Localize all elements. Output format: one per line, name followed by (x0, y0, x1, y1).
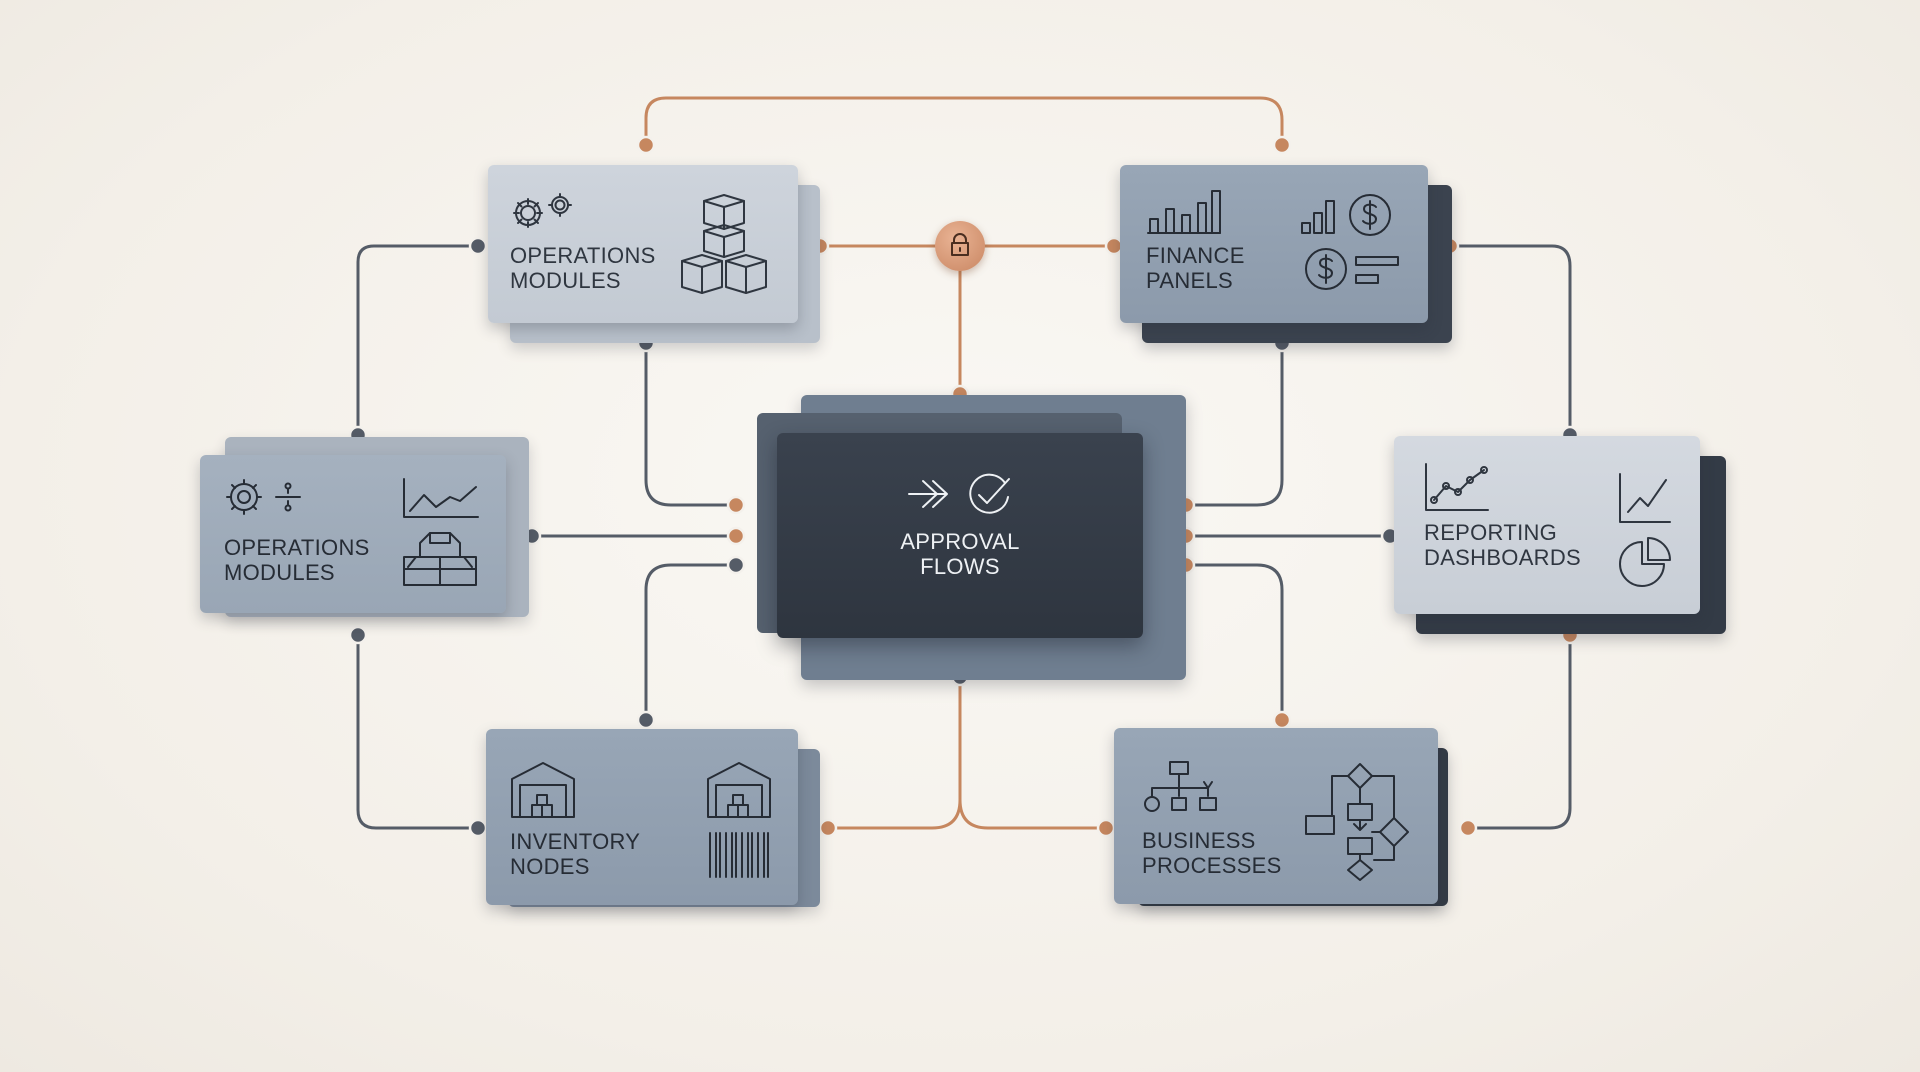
connector-dot[interactable] (1096, 818, 1116, 838)
node-label: FINANCE PANELS (1146, 243, 1245, 293)
connector-gray (1184, 341, 1284, 507)
label-line-1: INVENTORY (510, 829, 641, 854)
boxes-icon (403, 532, 477, 586)
connector-dot[interactable] (726, 495, 746, 515)
gear-divide-icon (226, 479, 301, 515)
double-arrow-icon (908, 480, 948, 508)
node-label: INVENTORY NODES (510, 829, 640, 879)
connector-dot[interactable] (1272, 135, 1292, 155)
warehouse-icon (707, 762, 771, 818)
node-label: APPROVAL FLOWS (777, 529, 1143, 579)
connector-dot[interactable] (636, 135, 656, 155)
node-label: OPERATIONS MODULES (510, 243, 656, 293)
org-chart-icon (1144, 761, 1217, 812)
label-line-2: PROCESSES (1142, 853, 1282, 878)
connector-copper (958, 798, 1108, 830)
line-chart-icon (403, 478, 479, 518)
connector-gray (356, 633, 480, 830)
connector-dot[interactable] (1272, 710, 1292, 730)
label-line-2: MODULES (510, 268, 621, 293)
warehouse-icon (511, 762, 575, 818)
connector-dot[interactable] (818, 818, 838, 838)
trend-chart-icon (1425, 463, 1489, 511)
lock-node[interactable] (935, 221, 985, 271)
label-line-2: MODULES (224, 560, 335, 585)
connector-copper (644, 96, 1284, 147)
connector-dot[interactable] (468, 236, 488, 256)
card-face: OPERATIONS MODULES (200, 455, 506, 613)
label-line-2: DASHBOARDS (1424, 545, 1582, 570)
pie-chart-icon (1619, 537, 1671, 587)
label-line-1: FINANCE (1146, 243, 1245, 268)
connector-dot[interactable] (726, 526, 746, 546)
node-label: REPORTING DASHBOARDS (1424, 520, 1581, 570)
connector-copper (826, 675, 962, 830)
connector-gray (644, 341, 738, 507)
gears-icon (513, 193, 572, 228)
card-face: INVENTORY NODES (486, 729, 798, 905)
lock-icon (951, 233, 969, 256)
card-face: REPORTING DASHBOARDS (1394, 436, 1700, 614)
dollar-bars-icon (1301, 194, 1399, 290)
connector-gray (644, 563, 738, 722)
card-face: BUSINESS PROCESSES (1114, 728, 1438, 904)
line-chart-icon (1619, 473, 1671, 523)
flowchart-icon (1305, 763, 1409, 881)
connector-dot[interactable] (468, 818, 488, 838)
boxes-stack-icon (681, 194, 767, 294)
card-face: OPERATIONS MODULES (488, 165, 798, 323)
label-line-1: APPROVAL (900, 529, 1020, 554)
connector-gray (1448, 244, 1572, 437)
label-line-1: BUSINESS (1142, 828, 1256, 853)
connector-gray (1184, 563, 1284, 722)
connector-dot[interactable] (726, 555, 746, 575)
connector-dot[interactable] (348, 625, 368, 645)
label-line-2: PANELS (1146, 268, 1233, 293)
check-circle-icon (969, 473, 1010, 514)
connector-dot[interactable] (636, 710, 656, 730)
connector-dot[interactable] (1458, 818, 1478, 838)
node-label: OPERATIONS MODULES (224, 535, 370, 585)
barcode-icon (709, 832, 769, 878)
label-line-2: FLOWS (920, 554, 1000, 579)
connector-gray (1466, 633, 1572, 830)
card-face: APPROVAL FLOWS (777, 433, 1143, 638)
label-line-2: NODES (510, 854, 590, 879)
label-line-1: REPORTING (1424, 520, 1558, 545)
label-line-1: OPERATIONS (510, 243, 656, 268)
label-line-1: OPERATIONS (224, 535, 370, 560)
card-face: FINANCE PANELS (1120, 165, 1428, 323)
connector-gray (356, 244, 480, 437)
node-label: BUSINESS PROCESSES (1142, 828, 1282, 878)
bar-chart-icon (1147, 190, 1221, 234)
